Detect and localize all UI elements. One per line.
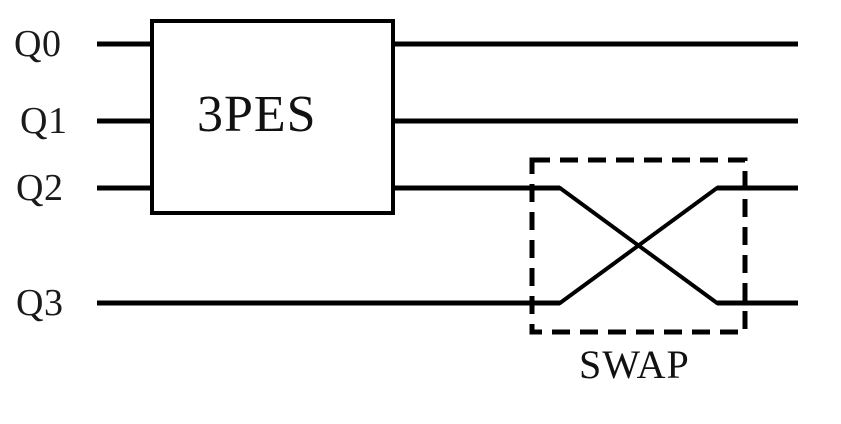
qubit-label-q3: Q3 [16, 282, 64, 324]
gates-group [150, 19, 748, 335]
gate-box-3pes[interactable] [150, 19, 395, 215]
qubit-wires-group [97, 41, 798, 306]
gate-caption-swap: SWAP [579, 342, 690, 387]
gate-label-3pes: 3PES [197, 86, 317, 143]
qubit-label-q2: Q2 [16, 167, 64, 209]
swap-cross-line-up [558, 186, 719, 305]
qubit-label-q1: Q1 [20, 100, 68, 142]
gate-box-swap-dashed[interactable] [529, 157, 748, 335]
qubit-label-q0: Q0 [14, 23, 62, 65]
